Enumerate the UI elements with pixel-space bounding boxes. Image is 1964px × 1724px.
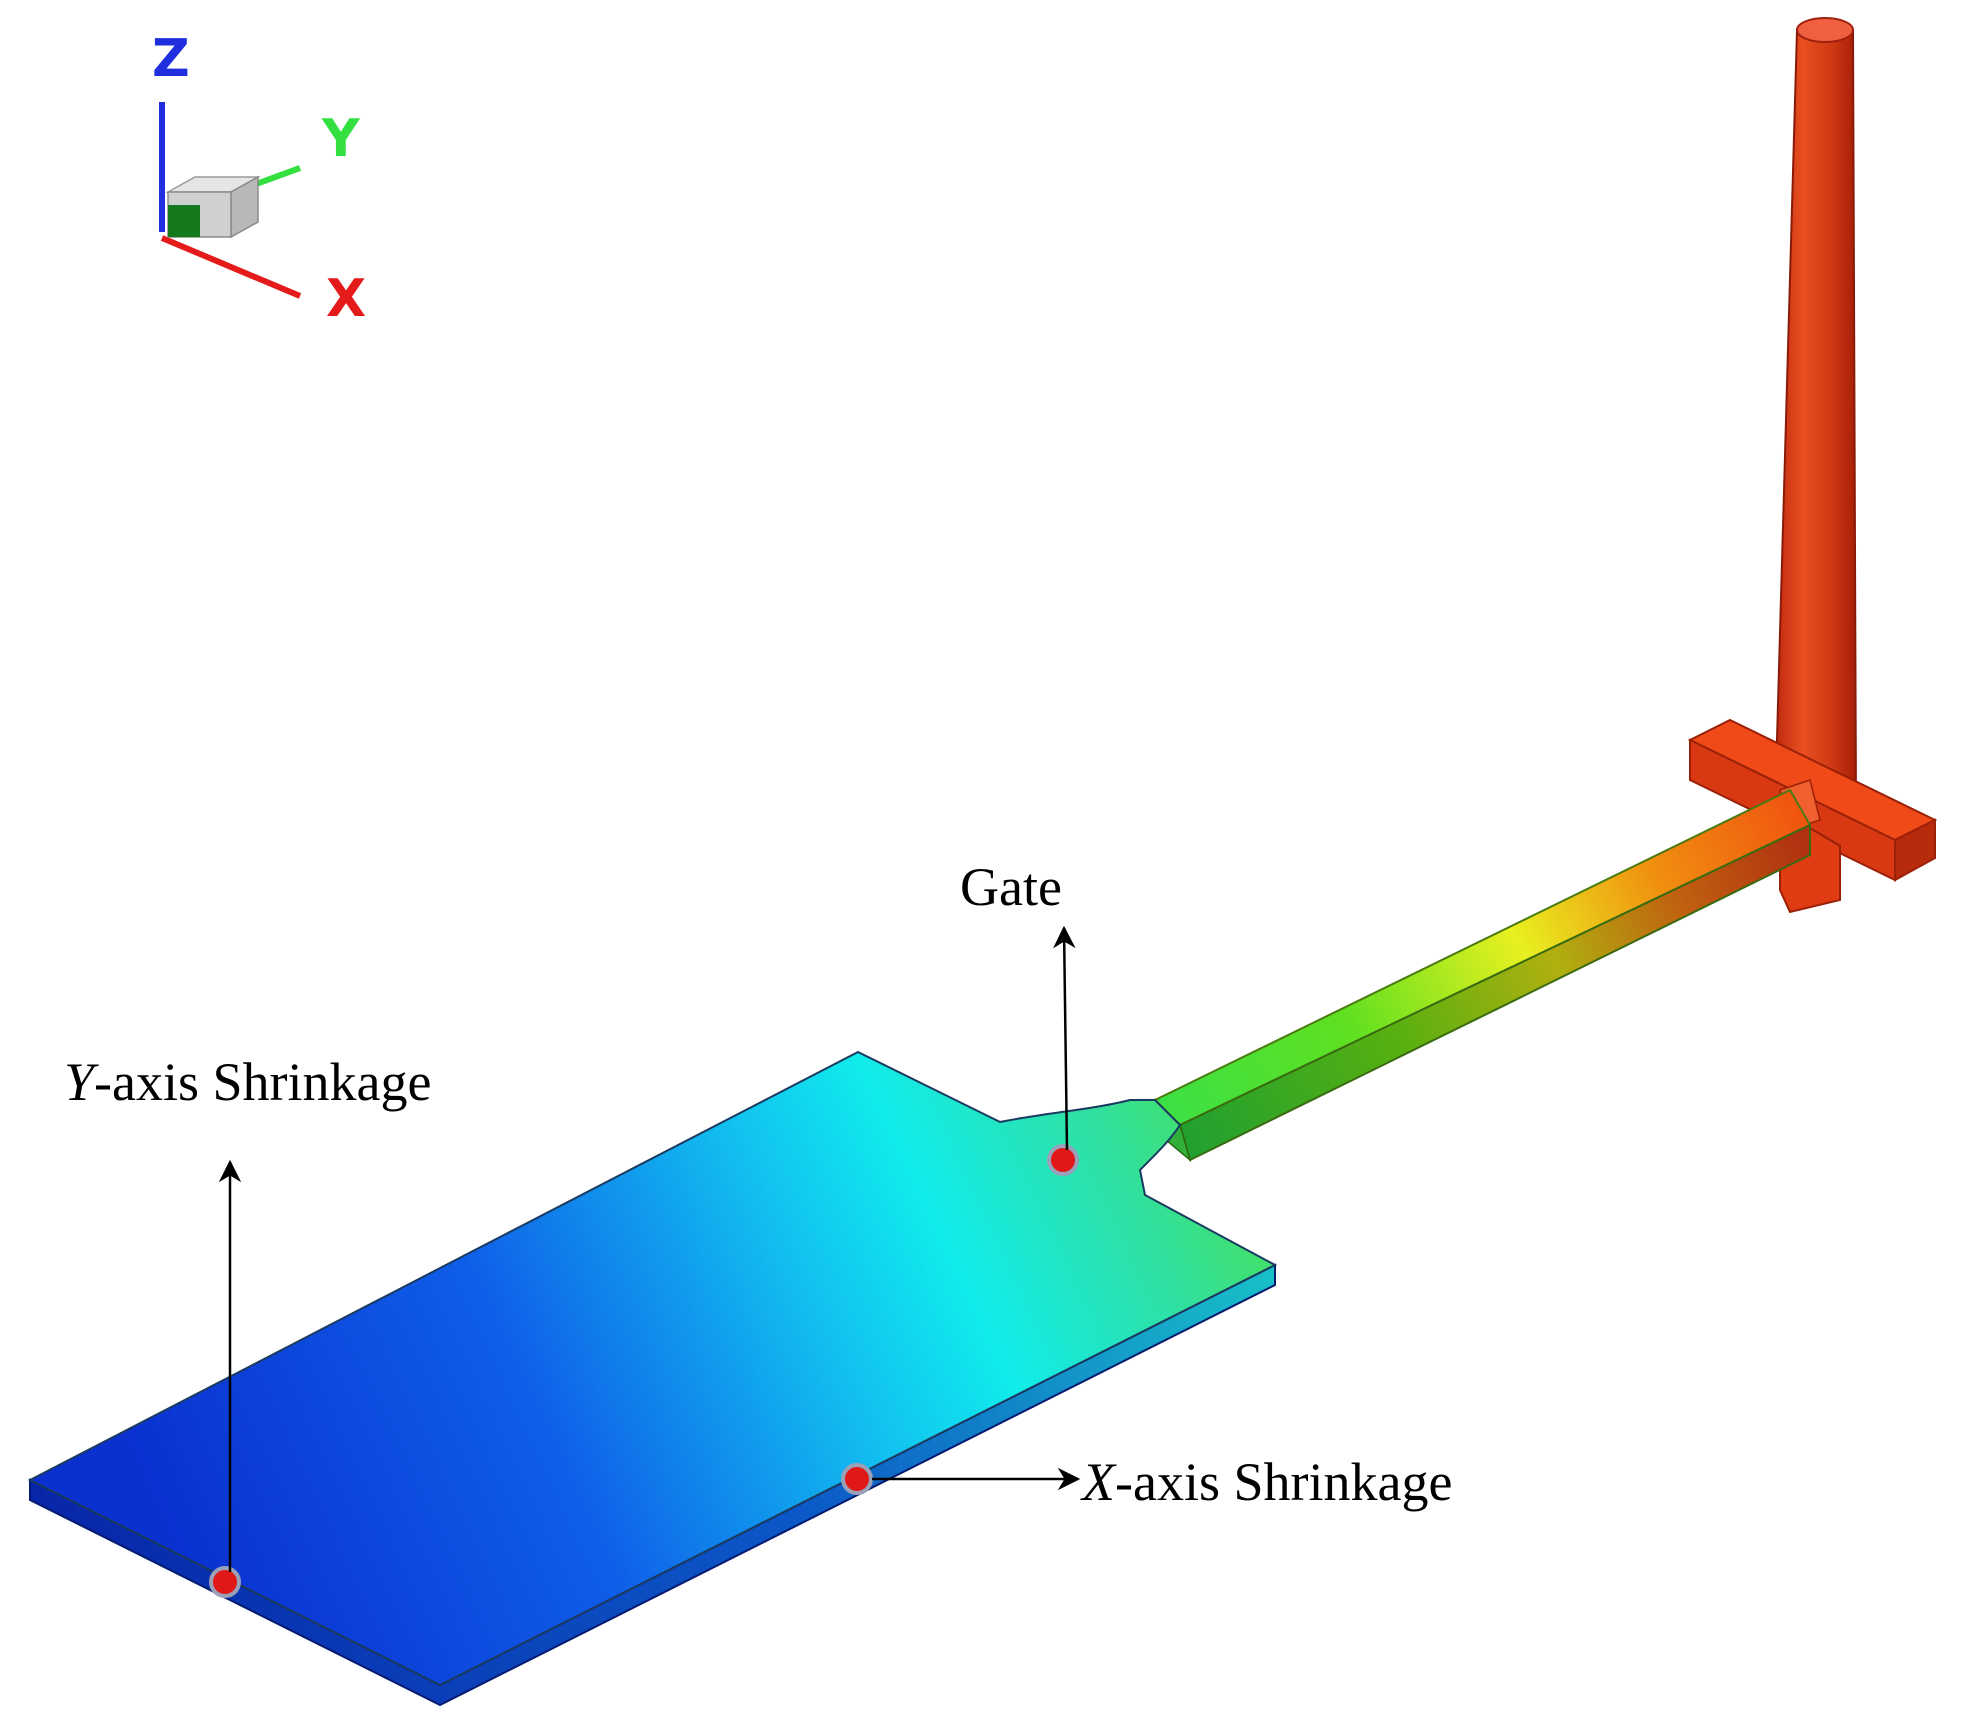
plate-top-surface: [27, 1050, 1278, 1687]
y-axis-shrinkage-label: Y-axis Shrinkage: [64, 1052, 431, 1112]
z-axis-label: Z: [152, 29, 190, 89]
gate-label: Gate: [960, 857, 1062, 917]
y-shrinkage-marker: [209, 1566, 241, 1598]
runner-bar: [1153, 788, 1812, 1163]
coordinate-triad: Z Y X: [152, 29, 366, 329]
gate-marker: [1047, 1144, 1079, 1176]
x-shrinkage-marker: [841, 1463, 873, 1495]
x-axis-line: [160, 235, 302, 299]
sprue-top: [1796, 17, 1854, 43]
part-plate: [27, 1050, 1278, 1707]
triad-cube: [165, 175, 261, 239]
y-axis-label: Y: [321, 109, 361, 169]
gate-arrow: [1053, 925, 1076, 1151]
sprue: [1773, 17, 1858, 811]
x-axis-label: X: [326, 269, 366, 329]
x-axis-shrinkage-label: X-axis Shrinkage: [1080, 1452, 1452, 1512]
